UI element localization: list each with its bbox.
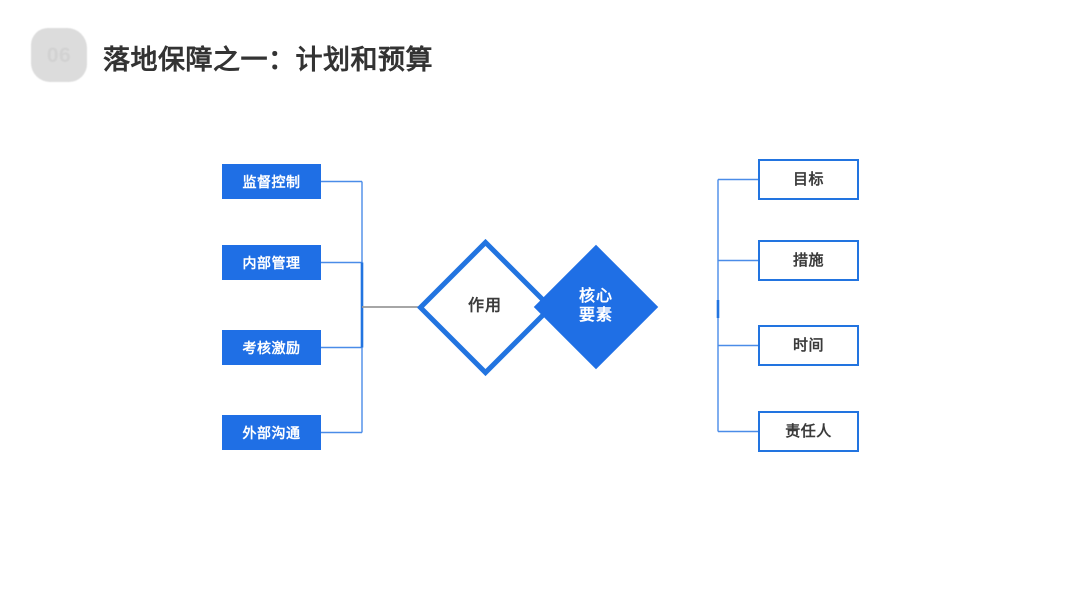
diamond-core-elements[interactable] <box>533 244 659 370</box>
page-title: 落地保障之一：计划和预算 <box>103 45 433 75</box>
left-item-2[interactable]: 内部管理 <box>222 245 321 280</box>
left-item-3-label: 考核激励 <box>242 339 301 356</box>
slide-number-text: 06 <box>46 43 72 67</box>
left-item-1[interactable]: 监督控制 <box>222 164 321 199</box>
right-item-2-label: 措施 <box>792 252 824 269</box>
left-item-1-label: 监督控制 <box>242 173 301 190</box>
left-item-4-label: 外部沟通 <box>242 424 301 441</box>
right-item-4-label: 责任人 <box>785 423 832 440</box>
left-item-3[interactable]: 考核激励 <box>222 330 321 365</box>
right-item-1[interactable]: 目标 <box>758 159 859 200</box>
left-item-2-label: 内部管理 <box>242 254 301 271</box>
slide-header: 06 落地保障之一：计划和预算 <box>0 0 1080 110</box>
right-item-1-label: 目标 <box>792 171 824 188</box>
right-item-3[interactable]: 时间 <box>758 325 859 366</box>
right-item-2[interactable]: 措施 <box>758 240 859 281</box>
slide-number-badge: 06 <box>31 28 87 82</box>
left-item-4[interactable]: 外部沟通 <box>222 415 321 450</box>
right-item-4[interactable]: 责任人 <box>758 411 859 452</box>
right-item-3-label: 时间 <box>792 337 824 354</box>
